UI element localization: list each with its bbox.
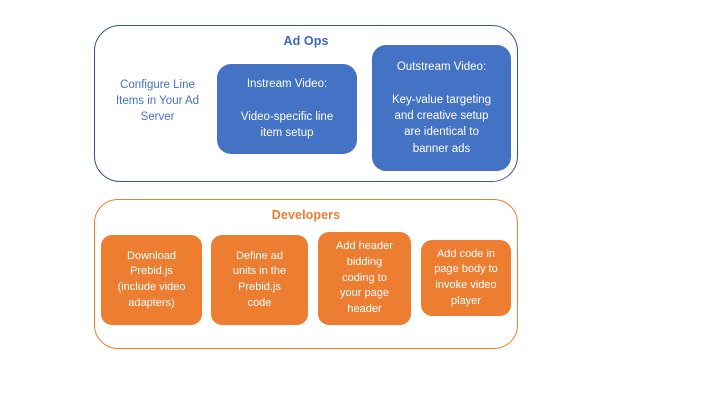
node-add-page-body-code-label: Add code in page body to invoke video pl… bbox=[434, 247, 498, 307]
node-configure-line-items: Configure Line Items in Your Ad Server bbox=[100, 70, 215, 132]
group-title-ad-ops: Ad Ops bbox=[283, 34, 329, 48]
node-download-prebid-label: Download Prebid.js (include video adapte… bbox=[117, 249, 186, 309]
node-download-prebid: Download Prebid.js (include video adapte… bbox=[101, 235, 202, 325]
node-add-page-body-code: Add code in page body to invoke video pl… bbox=[421, 240, 511, 316]
node-define-ad-units-label: Define ad units in the Prebid.js code bbox=[232, 249, 287, 309]
node-define-ad-units: Define ad units in the Prebid.js code bbox=[211, 235, 308, 325]
node-configure-line-items-label: Configure Line Items in Your Ad Server bbox=[115, 78, 200, 124]
group-ad-ops: Ad Ops bbox=[94, 25, 518, 182]
group-developers: Developers bbox=[94, 199, 518, 349]
node-add-header-bidding-code-label: Add header bidding coding to your page h… bbox=[336, 240, 393, 315]
node-instream-video-label: Instream Video: Video-specific line item… bbox=[240, 78, 334, 140]
group-title-developers: Developers bbox=[271, 208, 341, 222]
node-outstream-video-label: Outstream Video: Key-value targeting and… bbox=[391, 61, 492, 155]
node-add-header-bidding-code: Add header bidding coding to your page h… bbox=[318, 232, 411, 325]
node-outstream-video: Outstream Video: Key-value targeting and… bbox=[372, 45, 511, 171]
node-instream-video: Instream Video: Video-specific line item… bbox=[217, 64, 357, 154]
